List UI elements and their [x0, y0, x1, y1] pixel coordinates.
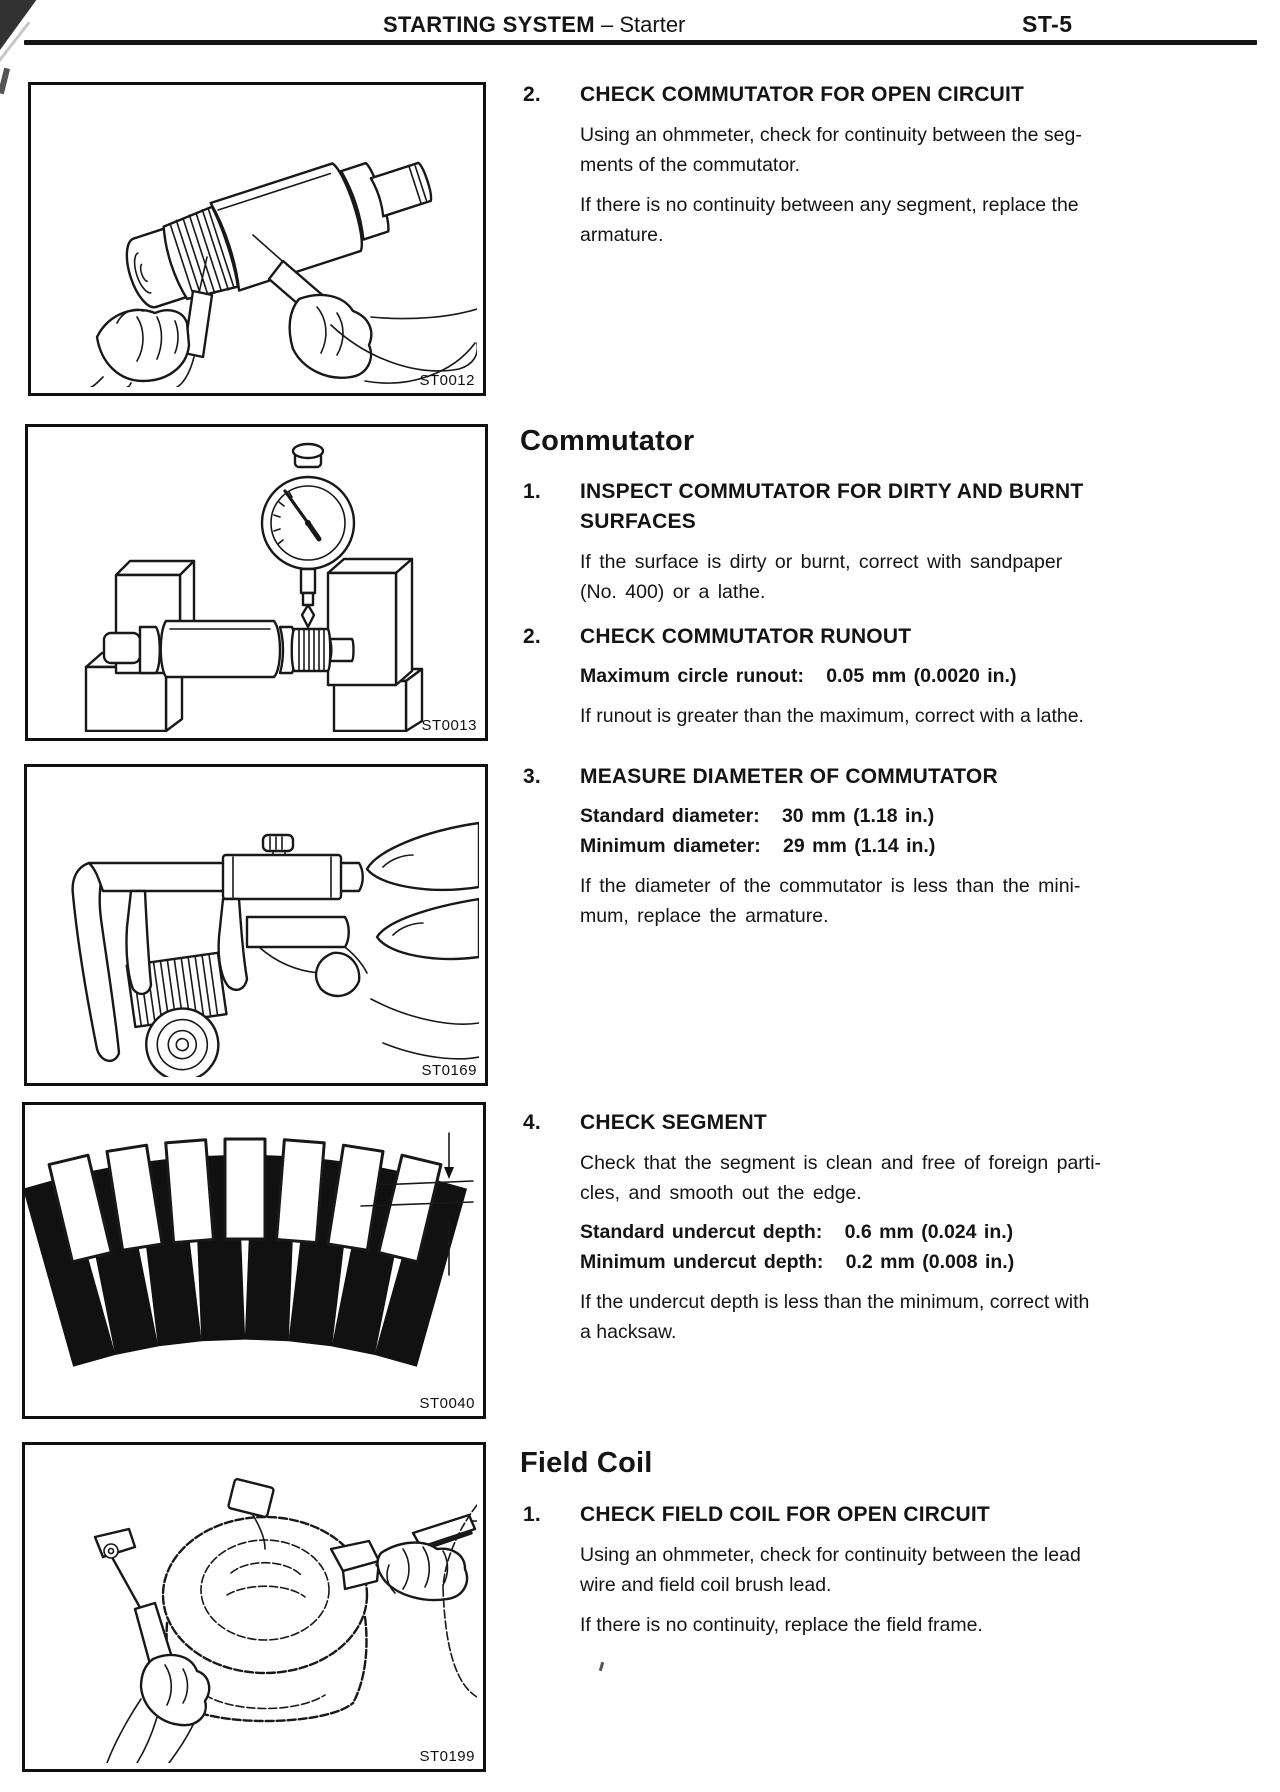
armature-ohmmeter-illustration — [90, 161, 477, 387]
item-number: 3. — [523, 765, 541, 788]
spec-line: Minimum undercut depth: 0.2 mm (0.008 in… — [580, 1251, 1015, 1273]
item-heading-text: CHECK FIELD COIL FOR OPEN CIRCUIT — [580, 1503, 990, 1526]
paragraph: If runout is greater than the maximum, c… — [580, 705, 1084, 727]
header-section-title: STARTING SYSTEM — [383, 12, 595, 37]
spec-line: Maximum circle runout: 0.05 mm (0.0020 i… — [580, 665, 1017, 687]
paragraph: If the surface is dirty or burnt, correc… — [580, 551, 1063, 603]
spec-line: Standard undercut depth: 0.6 mm (0.024 i… — [580, 1221, 1014, 1243]
section-check-commutator-open-circuit: 2. CHECK COMMUTATOR FOR OPEN CIRCUIT Usi… — [523, 80, 1143, 250]
figure-commutator-runout-check: ST0013 — [25, 424, 488, 741]
section-check-segment: 4. CHECK SEGMENT Check that the segment … — [523, 1108, 1143, 1347]
figure-code: ST0199 — [419, 1748, 475, 1765]
item-heading: 4. CHECK SEGMENT — [523, 1108, 1143, 1138]
spec-line: Minimum diameter: 29 mm (1.14 in.) — [580, 835, 936, 857]
scan-artifact — [598, 1661, 605, 1672]
scan-artifact — [0, 67, 11, 95]
figure-code: ST0012 — [419, 372, 475, 389]
paragraph: If there is no continuity, replace the f… — [580, 1614, 983, 1636]
section-check-field-coil: 1. CHECK FIELD COIL FOR OPEN CIRCUIT Usi… — [523, 1500, 1143, 1640]
item-heading: 2. CHECK COMMUTATOR FOR OPEN CIRCUIT — [523, 80, 1143, 110]
figure-field-coil-test: ST0199 — [22, 1442, 486, 1772]
item-number: 1. — [523, 480, 541, 503]
dial-gauge-illustration — [84, 442, 424, 732]
figure-segment-undercut: ST0040 — [22, 1102, 486, 1419]
section-measure-diameter: 3. MEASURE DIAMETER OF COMMUTATOR Standa… — [523, 762, 1143, 931]
item-heading-text: CHECK COMMUTATOR FOR OPEN CIRCUIT — [580, 83, 1025, 106]
caliper-illustration — [71, 821, 479, 1077]
figure-code: ST0040 — [419, 1395, 475, 1412]
field-frame-ohmmeter-illustration — [93, 1478, 477, 1763]
heading-field-coil: Field Coil — [520, 1447, 653, 1479]
paragraph: Using an ohmmeter, check for continuity … — [580, 1544, 1081, 1596]
item-heading-text: CHECK COMMUTATOR RUNOUT — [580, 625, 912, 648]
paragraph: Check that the segment is clean and free… — [580, 1152, 1102, 1204]
item-heading: 2. CHECK COMMUTATOR RUNOUT — [523, 622, 1143, 652]
figure-code: ST0169 — [421, 1062, 477, 1079]
header-rule — [24, 40, 1257, 45]
item-number: 4. — [523, 1111, 541, 1134]
item-heading-text: INSPECT COMMUTATOR FOR DIRTY AND BURNT S… — [580, 480, 1084, 533]
section-check-runout: 2. CHECK COMMUTATOR RUNOUT Maximum circl… — [523, 622, 1143, 731]
item-heading-text: MEASURE DIAMETER OF COMMUTATOR — [580, 765, 998, 788]
section-inspect-commutator: 1. INSPECT COMMUTATOR FOR DIRTY AND BURN… — [523, 477, 1143, 607]
paragraph: Using an ohmmeter, check for continuity … — [580, 124, 1082, 176]
figure-commutator-diameter-measure: ST0169 — [24, 764, 488, 1086]
item-number: 2. — [523, 83, 541, 106]
segment-undercut-illustration — [25, 1132, 474, 1367]
page-number: ST-5 — [1022, 11, 1073, 37]
header-subsection-title: Starter — [619, 12, 686, 37]
paragraph: If there is no continuity between any se… — [580, 194, 1079, 246]
heading-commutator: Commutator — [520, 425, 695, 457]
item-number: 1. — [523, 1503, 541, 1526]
item-heading: 1. CHECK FIELD COIL FOR OPEN CIRCUIT — [523, 1500, 1143, 1530]
page-header: STARTING SYSTEM – Starter — [383, 12, 685, 38]
spec-line: Standard diameter: 30 mm (1.18 in.) — [580, 805, 935, 827]
item-heading: 1. INSPECT COMMUTATOR FOR DIRTY AND BURN… — [523, 477, 1143, 537]
paragraph: If the undercut depth is less than the m… — [580, 1291, 1090, 1343]
figure-commutator-open-circuit-test: ST0012 — [28, 82, 486, 396]
header-subsection: – — [594, 12, 620, 37]
item-heading-text: CHECK SEGMENT — [580, 1111, 767, 1134]
item-heading: 3. MEASURE DIAMETER OF COMMUTATOR — [523, 762, 1143, 792]
paragraph: If the diameter of the commutator is les… — [580, 875, 1081, 927]
figure-code: ST0013 — [421, 717, 477, 734]
item-number: 2. — [523, 625, 541, 648]
